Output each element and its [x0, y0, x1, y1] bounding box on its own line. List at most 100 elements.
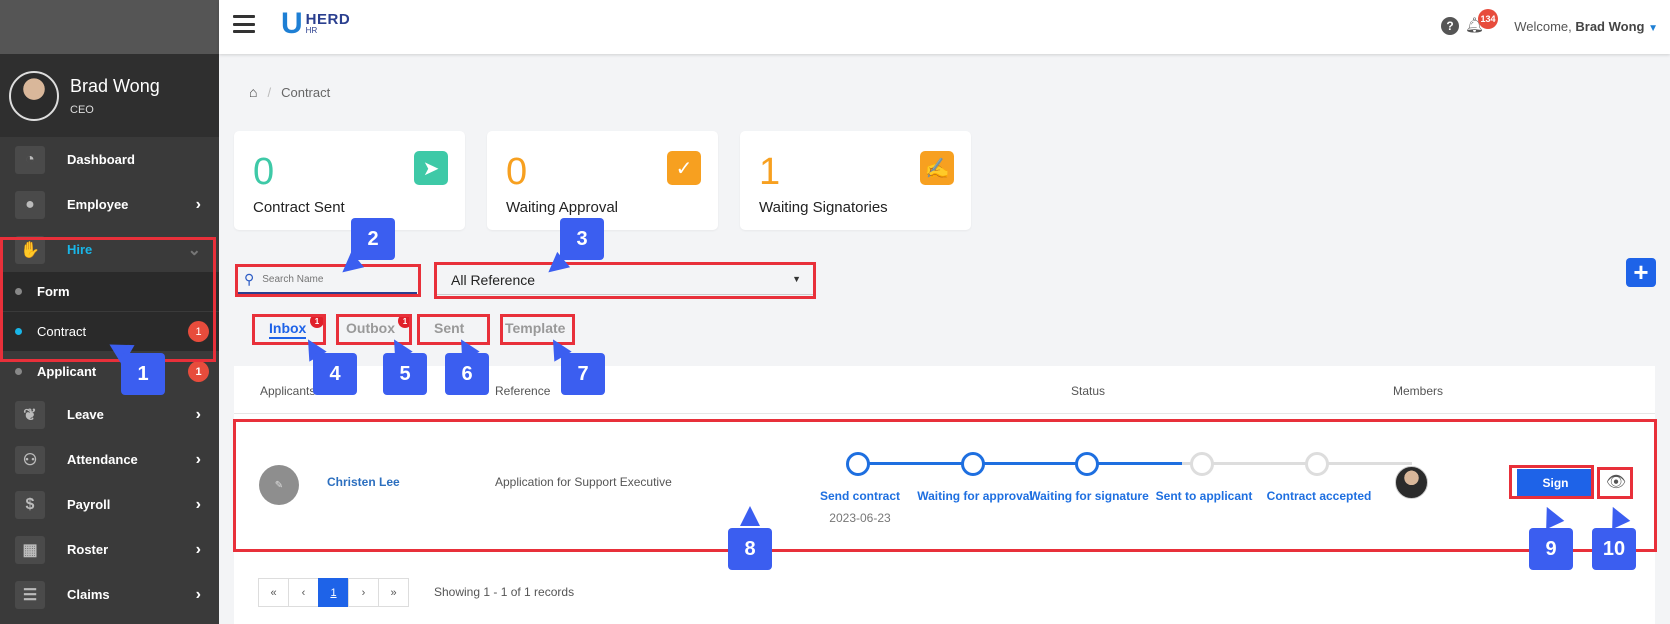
tab-label: Outbox [346, 320, 395, 336]
sidebar-item-employee[interactable]: ● Employee › [0, 182, 219, 227]
welcome-name: Brad Wong [1575, 19, 1645, 34]
callout-8: 8 [728, 528, 772, 570]
logo-mark: U [281, 7, 303, 40]
bullet-icon [15, 288, 22, 295]
prev-page-button[interactable]: ‹ [288, 578, 319, 607]
chevron-right-icon: › [195, 195, 201, 213]
sidebar-item-leave[interactable]: ❦ Leave › [0, 392, 219, 437]
highlight-tab-outbox [336, 314, 412, 345]
applicant-count-badge: 1 [188, 361, 209, 382]
callout-7: 7 [561, 353, 605, 395]
column-header-members: Members [1393, 384, 1444, 398]
sidebar-item-dashboard[interactable]: ◔ Dashboard [0, 137, 219, 182]
tab-inbox[interactable]: Inbox 1 [269, 314, 324, 339]
sidebar-item-claims[interactable]: ☰ Claims › [0, 572, 219, 617]
caret-down-icon: ▼ [1648, 23, 1658, 34]
sidebar-item-label: Employee [67, 197, 129, 212]
highlight-reference-select [434, 262, 816, 299]
sidebar-item-payroll[interactable]: $ Payroll › [0, 482, 219, 527]
contracts-table: Applicants Reference Status Members ✎ Ch… [234, 366, 1655, 624]
step-label: Waiting for approval [917, 489, 1033, 503]
avatar[interactable] [9, 70, 59, 121]
money-icon: $ [15, 490, 45, 519]
sidebar-item-label: Dashboard [67, 152, 135, 167]
stat-label: Waiting Approval [506, 199, 619, 216]
stat-value: 0 [253, 151, 275, 193]
sidebar-subitem-label: Form [37, 284, 70, 299]
highlight-hire-menu [0, 237, 216, 362]
chevron-right-icon: › [195, 405, 201, 423]
stat-card-waiting-approval[interactable]: 0 Waiting Approval ✓ [487, 131, 718, 230]
reference-select[interactable]: All Reference ▼ [437, 265, 813, 295]
tab-badge: 1 [310, 314, 324, 328]
step-circle [1305, 452, 1329, 476]
group-icon: ⚇ [15, 445, 45, 474]
pagination: « ‹ 1 › » [258, 578, 409, 607]
sidebar-top-bar [0, 0, 219, 54]
step-circle [1190, 452, 1214, 476]
sidebar-item-label: Payroll [67, 497, 111, 512]
step-circle [961, 452, 985, 476]
search-field[interactable]: ⚲ [237, 267, 417, 294]
sign-button[interactable]: Sign [1517, 469, 1594, 497]
help-icon[interactable]: ? [1441, 17, 1459, 35]
caret-down-icon: ▼ [792, 274, 801, 284]
chevron-down-icon: ⌄ [187, 241, 201, 259]
sidebar-subitem-applicant[interactable]: Applicant 1 [0, 352, 219, 392]
chevron-right-icon: › [195, 450, 201, 468]
sidebar-item-hire[interactable]: ✋ Hire ⌄ [0, 227, 219, 272]
stat-card-contract-sent[interactable]: 0 Contract Sent ➤ [234, 131, 465, 230]
header-divider [234, 413, 1655, 414]
logo-title: HERD [305, 11, 351, 28]
tab-template[interactable]: Template [505, 320, 565, 336]
highlight-search [235, 264, 421, 297]
callout-9: 9 [1529, 528, 1573, 570]
tab-label: Template [505, 320, 566, 336]
step-circle [846, 452, 870, 476]
bullet-icon [15, 368, 22, 375]
profile-role: CEO [70, 103, 94, 116]
home-icon[interactable]: ⌂ [249, 84, 258, 100]
breadcrumb-current: Contract [281, 84, 331, 100]
highlight-table-row [233, 419, 1657, 552]
profile-name: Brad Wong [70, 75, 160, 96]
sidebar-subitem-form[interactable]: Form [0, 272, 219, 312]
search-input[interactable] [262, 274, 393, 285]
highlight-tab-inbox [252, 314, 326, 345]
sidebar-subitem-label: Contract [37, 324, 87, 339]
step-date: 2023-06-23 [829, 511, 891, 525]
sidebar-item-attendance[interactable]: ⚇ Attendance › [0, 437, 219, 482]
hamburger-menu-icon[interactable] [233, 15, 255, 33]
column-header-status: Status [1071, 384, 1106, 398]
sidebar-subitem-contract[interactable]: Contract 1 [0, 312, 219, 352]
step-label: Contract accepted [1266, 489, 1372, 503]
welcome-prefix: Welcome, [1514, 19, 1572, 34]
page-button[interactable]: 1 [318, 578, 349, 607]
first-page-button[interactable]: « [258, 578, 289, 607]
tab-label: Inbox [269, 320, 307, 336]
callout-arrow [740, 506, 760, 526]
breadcrumb: ⌂ / Contract [249, 84, 330, 100]
next-page-button[interactable]: › [348, 578, 379, 607]
tab-outbox[interactable]: Outbox 1 [346, 314, 412, 336]
last-page-button[interactable]: » [378, 578, 409, 607]
contract-count-badge: 1 [188, 321, 209, 342]
profile-panel: Brad Wong CEO [0, 54, 219, 137]
member-avatar[interactable] [1395, 466, 1428, 499]
eye-icon[interactable]: 👁︎ [1605, 474, 1627, 491]
signature-icon: ✍ [920, 151, 954, 185]
user-menu[interactable]: Welcome, Brad Wong ▼ [1514, 19, 1658, 34]
callout-10: 10 [1592, 528, 1636, 570]
sidebar-item-label: Leave [67, 407, 104, 422]
add-contract-button[interactable]: + [1626, 257, 1656, 287]
logo-subtitle: HR [305, 26, 318, 35]
highlight-sign-button [1509, 465, 1594, 499]
tab-badge: 1 [398, 314, 412, 328]
applicant-name-link[interactable]: Christen Lee [327, 475, 400, 489]
stat-card-waiting-signatories[interactable]: 1 Waiting Signatories ✍ [740, 131, 971, 230]
tab-sent[interactable]: Sent [434, 320, 464, 336]
logo[interactable]: U HERD HR [281, 7, 351, 40]
sidebar-item-roster[interactable]: ▦ Roster › [0, 527, 219, 572]
leaf-icon: ❦ [15, 400, 45, 429]
callout-1: 1 [121, 353, 165, 395]
